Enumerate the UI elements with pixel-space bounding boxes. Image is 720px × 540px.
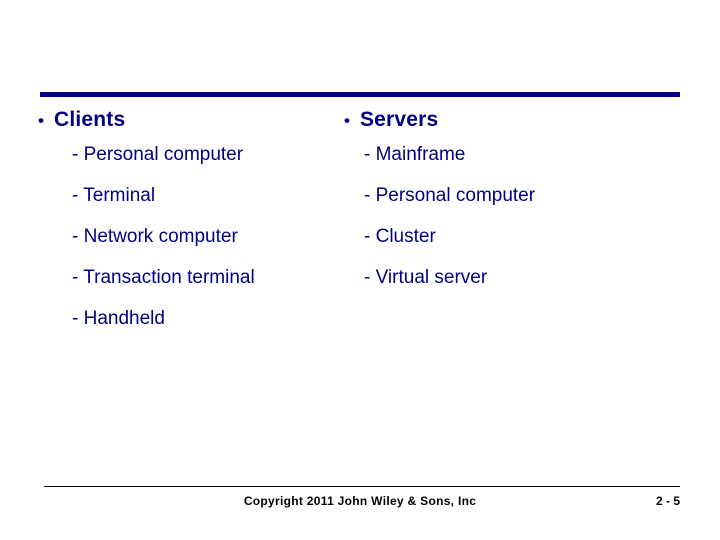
heading-servers: • Servers xyxy=(344,108,710,132)
list-item: - Mainframe xyxy=(364,144,466,165)
list-item: - Virtual server xyxy=(364,267,488,288)
bullet-icon: • xyxy=(344,111,350,130)
column-servers: • Servers - Mainframe - Personal compute… xyxy=(330,108,710,308)
footer-divider xyxy=(44,486,680,487)
slide-content: • Clients - Personal computer - Terminal… xyxy=(0,108,720,349)
list-item: - Cluster xyxy=(364,226,436,247)
heading-clients-label: Clients xyxy=(53,108,126,131)
page-number: 2 - 5 xyxy=(655,494,680,508)
heading-servers-label: Servers xyxy=(359,108,439,131)
header-divider xyxy=(40,92,680,97)
list-item: - Transaction terminal xyxy=(72,267,255,288)
servers-list: - Mainframe - Personal computer - Cluste… xyxy=(344,144,710,289)
column-clients: • Clients - Personal computer - Terminal… xyxy=(0,108,330,349)
bullet-icon: • xyxy=(38,111,44,130)
list-item: - Terminal xyxy=(72,185,156,206)
list-item: - Personal computer xyxy=(72,144,244,165)
list-item: - Network computer xyxy=(72,226,238,247)
two-column-layout: • Clients - Personal computer - Terminal… xyxy=(0,108,720,349)
list-item: - Personal computer xyxy=(364,185,536,206)
copyright-text: Copyright 2011 John Wiley & Sons, Inc xyxy=(243,494,477,508)
slide-footer: Copyright 2011 John Wiley & Sons, Inc 2 … xyxy=(0,494,720,514)
clients-list: - Personal computer - Terminal - Network… xyxy=(38,144,330,330)
heading-clients: • Clients xyxy=(38,108,330,132)
list-item: - Handheld xyxy=(72,308,165,329)
